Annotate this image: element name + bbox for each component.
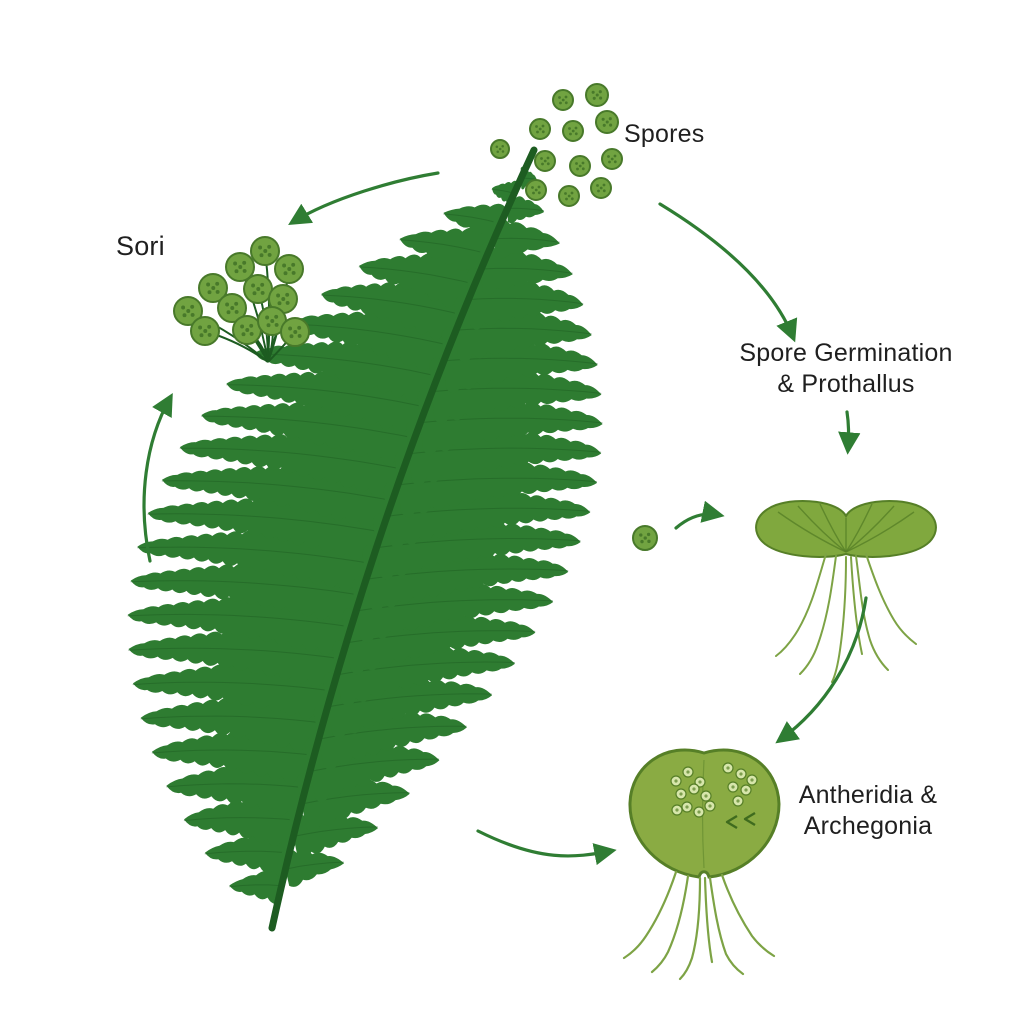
spore-germination-label: Spore Germination & Prothallus [739, 338, 952, 400]
pinna [507, 192, 545, 224]
spores-cluster [490, 83, 623, 207]
cycle-arrow [476, 829, 617, 866]
rhizoid [855, 555, 889, 671]
rhizoid [622, 870, 678, 960]
antheridia-archegonia-label-line1: Antheridia & [798, 781, 938, 809]
rhizoid [799, 555, 837, 675]
rhizoid [775, 553, 827, 657]
spores-label: Spores [624, 120, 705, 148]
pinna [399, 227, 494, 278]
antheridia-archegonia-label: Antheridia & Archegonia [799, 780, 938, 842]
cycle-arrow [775, 596, 868, 744]
cycle-arrow [142, 392, 173, 563]
archegonium [743, 811, 756, 827]
cycle-arrow [288, 171, 440, 226]
rhizoid [650, 874, 690, 974]
spore-germination-label-line2: & Prothallus [777, 370, 915, 398]
rhizoid [703, 876, 714, 964]
gametophyte-body [628, 748, 781, 879]
antheridia-archegonia-label-line2: Archegonia [803, 812, 933, 840]
rhizoid [865, 553, 917, 645]
cycle-arrow [658, 202, 798, 343]
archegonium [725, 814, 738, 830]
arrows [142, 171, 868, 866]
cycle-arrow [674, 500, 725, 530]
pinna [281, 848, 345, 887]
fern-frond [127, 146, 603, 932]
prothallus [755, 499, 937, 683]
pinna [493, 217, 560, 259]
rhizoid [678, 876, 702, 981]
pinna [229, 867, 283, 904]
pinna [359, 251, 482, 315]
rhizoid [720, 873, 776, 958]
pinna [443, 203, 506, 242]
rachis [268, 146, 538, 932]
pinna [286, 310, 457, 377]
spore-germination-label-line1: Spore Germination [739, 339, 953, 367]
sori-cluster [173, 236, 310, 363]
rhizoid [850, 556, 863, 655]
germinating-spore [632, 525, 658, 551]
pinna [162, 464, 398, 533]
sori-label: Sori [116, 231, 165, 261]
cycle-arrow [838, 410, 861, 455]
rhizoid [708, 876, 745, 976]
gametophyte [622, 748, 781, 981]
rhizoid [831, 556, 847, 683]
